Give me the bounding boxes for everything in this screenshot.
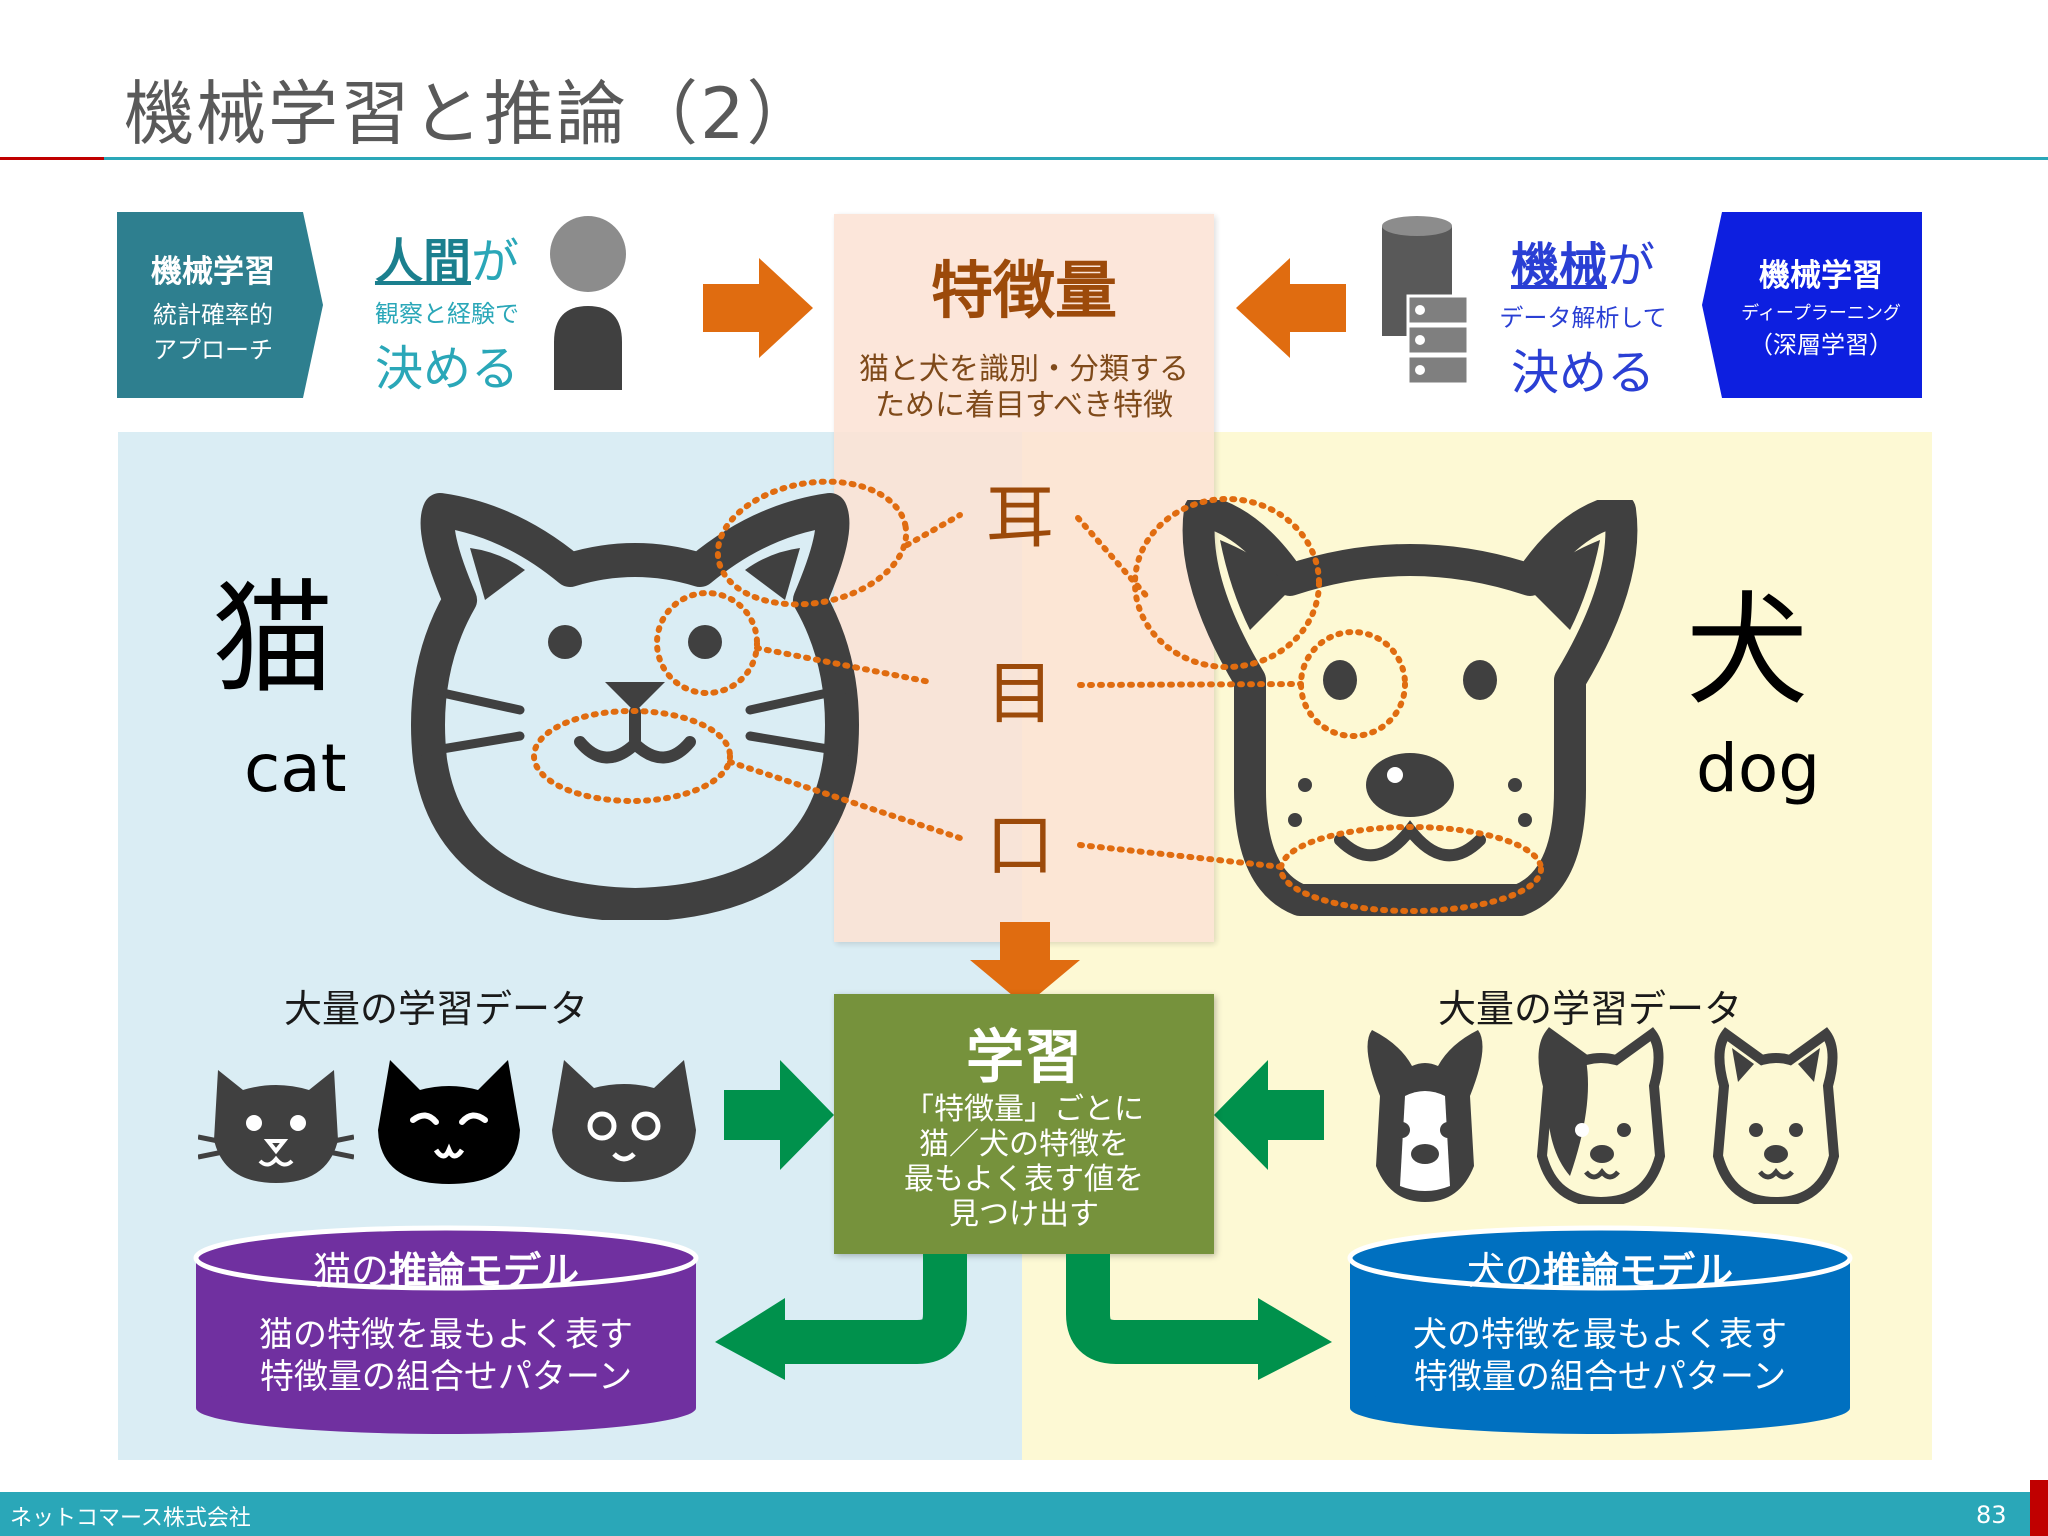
dog-model-name: 推論モデル: [1543, 1249, 1734, 1293]
feature-mouth: 口: [986, 807, 1055, 886]
machine-block: 機械が データ解析して 決める: [1478, 226, 1688, 403]
cat-model-desc: 猫の特徴を最もよく表す 特徴量の組合せパターン: [196, 1314, 696, 1398]
title-divider-accent: [0, 157, 104, 160]
footer-page-number: 83: [1976, 1501, 2007, 1529]
server-icon: [1382, 216, 1470, 386]
left-approach-tag-text: 機械学習 統計確率的 アプローチ: [117, 212, 309, 398]
left-approach-tag: [117, 212, 323, 398]
dog-model-prefix: 犬の: [1466, 1249, 1543, 1293]
arrow-learning-to-cat-model: [715, 1254, 967, 1380]
machine-particle: が: [1607, 238, 1656, 294]
cat-model-prefix: 猫の: [312, 1249, 389, 1293]
cat-model-line-2: 特徴量の組合せパターン: [259, 1357, 633, 1397]
features-desc-1: 猫と犬を識別・分類する: [859, 352, 1189, 387]
dog-model-cylinder: [1347, 1225, 1853, 1434]
dog-kanji: 犬: [1686, 580, 1808, 722]
footer-bar: [0, 1492, 2048, 1536]
learning-box: [834, 994, 1214, 1254]
arrow-machine-to-features: [1236, 258, 1346, 358]
right-tag-title: 機械学習: [1759, 258, 1883, 294]
cat-sample-3-icon: [552, 1060, 696, 1182]
left-tag-title: 機械学習: [151, 253, 275, 290]
learning-desc: 「特徴量」ごとに 猫／犬の特徴を 最もよく表す値を 見つけ出す: [834, 1092, 1214, 1232]
learning-line-1: 「特徴量」ごとに: [904, 1092, 1144, 1127]
machine-verb: 決める: [1510, 345, 1655, 401]
human-particle: が: [471, 234, 520, 290]
cat-model-cylinder: [193, 1225, 699, 1434]
learning-line-3: 最もよく表す値を: [904, 1162, 1144, 1197]
footer-accent: [2030, 1480, 2048, 1536]
arrow-learning-to-dog-model: [1066, 1254, 1332, 1380]
cat-face-icon: [411, 493, 859, 920]
features-desc-2: ために着目すべき特徴: [875, 388, 1173, 423]
title-divider: [0, 157, 2048, 160]
cat-model-title: 猫の推論モデル: [196, 1240, 696, 1295]
machine-sub: データ解析して: [1499, 304, 1667, 332]
dog-model-line-2: 特徴量の組合せパターン: [1413, 1357, 1787, 1397]
person-icon: [550, 216, 626, 390]
cat-model-line-1: 猫の特徴を最もよく表す: [259, 1315, 633, 1355]
dog-model-title: 犬の推論モデル: [1350, 1240, 1850, 1295]
training-data-label-dog: 大量の学習データ: [1438, 987, 1743, 1031]
left-tag-line2: アプローチ: [153, 335, 273, 364]
arrow-cat-data-to-learning: [724, 1060, 834, 1170]
learning-title: 学習: [965, 1023, 1082, 1091]
right-approach-tag-text: 機械学習 ディープラーニング （深層学習）: [1720, 212, 1922, 398]
right-tag-line2: （深層学習）: [1749, 331, 1893, 359]
features-title: 特徴量: [930, 254, 1117, 327]
machine-subject: 機械: [1510, 238, 1607, 294]
arrow-dog-data-to-learning: [1214, 1060, 1324, 1170]
dog-english: dog: [1696, 730, 1821, 807]
arrow-features-to-learning: [970, 922, 1080, 1006]
feature-eye: 目: [986, 655, 1055, 734]
right-approach-tag: [1702, 212, 1922, 398]
human-verb: 決める: [374, 341, 519, 397]
human-block: 人間が 観察と経験で 決める: [362, 222, 532, 399]
human-subject: 人間: [374, 234, 471, 290]
cat-kanji: 猫: [212, 568, 334, 710]
cat-model-name: 推論モデル: [389, 1249, 580, 1293]
learning-line-2: 猫／犬の特徴を: [919, 1127, 1129, 1162]
feature-ear: 耳: [986, 479, 1055, 558]
dog-model-desc: 犬の特徴を最もよく表す 特徴量の組合せパターン: [1350, 1314, 1850, 1398]
dog-sample-1-icon: [1367, 1030, 1483, 1202]
dog-sample-2-icon: [1536, 1027, 1666, 1204]
left-tag-line1: 統計確率的: [153, 300, 273, 329]
training-data-label-cat: 大量の学習データ: [284, 987, 589, 1031]
right-tag-line1: ディープラーニング: [1741, 303, 1901, 324]
human-sub: 観察と経験で: [375, 300, 519, 328]
cat-sample-2-icon: [378, 1060, 520, 1184]
arrow-human-to-features: [703, 258, 813, 358]
learning-line-4: 見つけ出す: [949, 1197, 1099, 1232]
cat-english: cat: [244, 730, 347, 807]
cat-sample-1-icon: [198, 1070, 354, 1183]
dog-model-line-1: 犬の特徴を最もよく表す: [1413, 1315, 1787, 1355]
slide-title: 機械学習と推論（2）: [124, 73, 819, 155]
features-panel: [834, 214, 1214, 942]
dog-sample-3-icon: [1712, 1027, 1840, 1204]
footer-company: ネットコマース株式会社: [10, 1506, 251, 1531]
